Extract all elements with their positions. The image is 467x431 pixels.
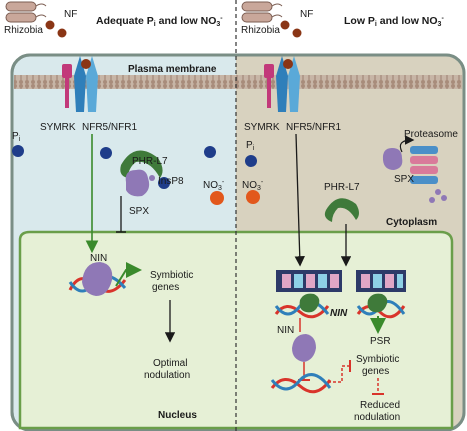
pi-label: Pi: [246, 140, 255, 152]
left-panel-title: Adequate Pi and low NO3-: [96, 15, 223, 28]
signal-arrow: [294, 133, 305, 267]
symbiotic-genes-label: Symbiotic genes: [356, 354, 402, 377]
symbiotic-genes-label: Symbiotic genes: [150, 270, 196, 293]
no3-label: NO3-: [203, 179, 225, 192]
symrk-receptor-icon: [62, 64, 72, 108]
phr-l7-protein-icon: [120, 150, 163, 178]
insp8-label: InsP8: [158, 176, 184, 187]
nin-protein-icon: [292, 334, 316, 362]
nfr-label: NFR5/NFR1: [286, 122, 341, 133]
activation-arrow: [115, 262, 142, 287]
rhizobia-label: Rhizobia: [4, 25, 43, 36]
no3-ball-icon: [246, 190, 260, 204]
pi-ball-icon: [245, 155, 257, 167]
nin-label: NIN: [90, 253, 107, 264]
spx-label: SPX: [129, 206, 149, 217]
optimal-nodulation-label: Optimal nodulation: [144, 358, 190, 381]
pi-ball-icon: [100, 147, 112, 159]
pi-ball-icon: [158, 177, 170, 189]
insp8-icon: [149, 175, 155, 181]
phr-l7-protein-icon: [367, 293, 388, 313]
reduced-nodulation-label: Reduced nodulation: [354, 400, 403, 423]
symrk-receptor-icon: [264, 64, 274, 108]
nucleus-label: Nucleus: [158, 410, 197, 421]
cell-outline: [10, 53, 466, 431]
phr-l7-label: PHR-L7: [324, 182, 360, 193]
plasma-membrane-label: Plasma membrane: [128, 64, 217, 75]
cytoplasm-label: Cytoplasm: [386, 217, 437, 228]
no3-label: NO3-: [242, 179, 264, 192]
phr-l7-protein-icon: [324, 198, 359, 222]
rhizobia-icon: [241, 1, 283, 23]
nin-protein-icon: [82, 262, 113, 296]
spx-protein-icon: [382, 148, 403, 170]
nin-gene-label: NIN: [330, 308, 348, 319]
rhizobia-label: Rhizobia: [241, 25, 280, 36]
phr-l7-label: PHR-L7: [132, 156, 168, 167]
nfr-label: NFR5/NFR1: [82, 122, 137, 133]
right-panel-title: Low Pi and low NO3-: [344, 15, 444, 28]
nf-label: NF: [300, 9, 313, 20]
phr-l7-protein-icon: [299, 293, 320, 313]
symrk-label: SYMRK: [40, 122, 76, 133]
chromatin-block-icon: [356, 270, 406, 292]
pi-ball-icon: [12, 145, 24, 157]
proteasome-icon: [399, 135, 447, 203]
nin-label: NIN: [277, 325, 294, 336]
psr-label: PSR: [370, 336, 391, 347]
dna-icon: [270, 373, 332, 394]
nf-label: NF: [64, 9, 77, 20]
nf-ball-icon: [45, 20, 67, 38]
proteasome-label: Proteasome: [404, 129, 458, 140]
spx-protein-icon: [125, 169, 150, 197]
nf-ball-icon: [280, 20, 302, 38]
rhizobia-icon: [5, 1, 47, 23]
nfr-receptor-icon: [276, 56, 300, 112]
pi-ball-icon: [204, 146, 216, 158]
plasma-membrane: [14, 75, 462, 89]
symrk-label: SYMRK: [244, 122, 280, 133]
pi-label: Pi: [12, 131, 21, 143]
spx-label: SPX: [394, 174, 414, 185]
chromatin-block-icon: [276, 270, 342, 292]
no3-ball-icon: [210, 191, 224, 205]
nfr-receptor-icon: [74, 56, 98, 112]
gene-link-dashed: [328, 365, 350, 383]
